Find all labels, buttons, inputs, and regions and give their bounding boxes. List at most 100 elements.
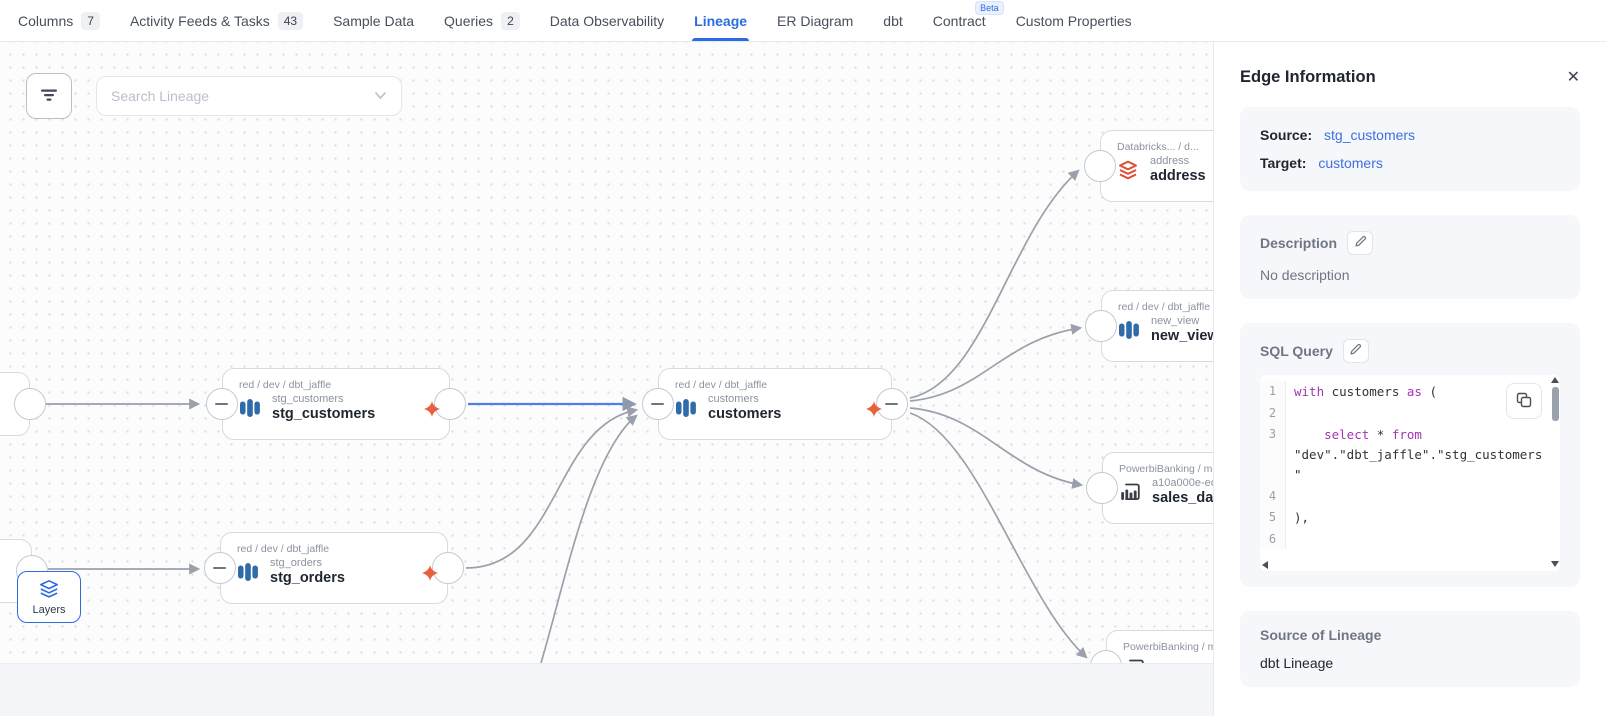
line-number: 1 (1260, 381, 1286, 404)
canvas-footer-strip (0, 663, 1213, 716)
code-line: 2 (1260, 403, 1548, 424)
node-title: stg_orders (270, 570, 345, 586)
table-icon (235, 559, 261, 585)
expand-port[interactable] (432, 552, 464, 584)
lineage-node-sales-data[interactable]: PowerbiBanking / m a10a000e-ed... sales_… (1086, 452, 1213, 524)
scroll-left-arrow-icon[interactable] (1262, 561, 1268, 569)
sql-query-label: SQL Query (1260, 343, 1333, 359)
node-subtitle: 5b43eb00-30... (1156, 662, 1213, 664)
powerbi-icon (1121, 655, 1147, 663)
powerbi-icon (1117, 479, 1143, 505)
tab-activity-feeds-tasks[interactable]: Activity Feeds & Tasks 43 (130, 0, 304, 41)
code-text: select * from "dev"."dbt_jaffle"."stg_cu… (1294, 426, 1543, 483)
lineage-node-upstream-1[interactable] (0, 372, 46, 436)
close-icon[interactable]: ✕ (1566, 68, 1580, 86)
description-label: Description (1260, 235, 1338, 251)
scroll-down-arrow-icon[interactable] (1551, 561, 1559, 567)
table-icon (673, 395, 699, 421)
tab-label: dbt (883, 12, 903, 29)
expand-port[interactable] (1086, 472, 1118, 504)
code-line: 6 (1260, 528, 1548, 549)
edit-sql-button[interactable] (1342, 339, 1369, 363)
tab-label: Lineage (694, 12, 748, 29)
target-label: Target: (1260, 155, 1307, 171)
node-title: new_view (1151, 328, 1213, 344)
tab-er-diagram[interactable]: ER Diagram (777, 0, 853, 41)
scroll-up-arrow-icon[interactable] (1551, 377, 1559, 383)
target-link[interactable]: customers (1318, 155, 1383, 171)
lineage-edges (46, 169, 1088, 663)
table-icon (1116, 317, 1142, 343)
tab-queries[interactable]: Queries 2 (444, 0, 520, 41)
code-line: 3 select * from "dev"."dbt_jaffle"."stg_… (1260, 423, 1548, 487)
pencil-icon (1354, 235, 1367, 251)
expand-port[interactable] (434, 388, 466, 420)
lineage-node-address[interactable]: Databricks... / d... address address (1084, 130, 1213, 202)
beta-badge: Beta (975, 1, 1004, 15)
vertical-scrollbar[interactable] (1550, 375, 1560, 571)
tab-data-observability[interactable]: Data Observability (550, 0, 664, 41)
source-of-lineage-card: Source of Lineage dbt Lineage (1240, 611, 1580, 687)
tab-contract[interactable]: Contract Beta (932, 0, 1004, 41)
collapse-port[interactable] (204, 552, 236, 584)
lineage-node-powerbi-2[interactable]: PowerbiBanking / m 5b43eb00-30... (1090, 630, 1213, 664)
code-text: with customers as ( (1294, 384, 1438, 399)
scrollbar-thumb[interactable] (1552, 387, 1559, 421)
layers-button[interactable]: Layers (17, 571, 81, 623)
layers-icon (38, 579, 60, 602)
source-label: Source: (1260, 127, 1313, 143)
node-subtitle: new_view (1151, 315, 1200, 327)
dbt-icon (866, 401, 882, 417)
code-line: 4 (1260, 486, 1548, 507)
tab-custom-properties[interactable]: Custom Properties (1016, 0, 1132, 41)
collapse-port[interactable] (642, 388, 674, 420)
search-lineage-select[interactable] (96, 76, 402, 116)
tab-label: Custom Properties (1015, 12, 1132, 29)
expand-port[interactable] (1085, 310, 1117, 342)
copy-sql-button[interactable] (1506, 383, 1542, 419)
tab-lineage[interactable]: Lineage (692, 0, 749, 41)
tab-sample-data[interactable]: Sample Data (333, 0, 414, 41)
node-path: red / dev / dbt_jaffle (1118, 301, 1211, 313)
lineage-node-customers[interactable]: red / dev / dbt_jaffle customers custome… (642, 368, 908, 440)
lineage-node-stg-customers[interactable]: red / dev / dbt_jaffle stg_customers stg… (206, 368, 466, 440)
description-card: Description No description (1240, 215, 1580, 299)
expand-port[interactable] (1090, 650, 1122, 663)
source-row: Source: stg_customers (1260, 127, 1560, 143)
chevron-down-icon (374, 87, 387, 105)
table-icon (237, 395, 263, 421)
code-text (1286, 529, 1548, 549)
edge-information-panel: Edge Information ✕ Source: stg_customers… (1213, 42, 1606, 716)
node-path: red / dev / dbt_jaffle (237, 543, 330, 555)
tab-label: Contract (932, 12, 986, 29)
dbt-icon (424, 401, 440, 417)
tab-label: Queries (444, 12, 494, 29)
expand-port[interactable] (1084, 150, 1116, 182)
expand-port[interactable] (14, 388, 46, 420)
line-number: 6 (1260, 528, 1286, 549)
lineage-node-new-view[interactable]: red / dev / dbt_jaffle new_view new_view (1085, 290, 1213, 362)
source-link[interactable]: stg_customers (1324, 127, 1416, 143)
tab-label: ER Diagram (777, 12, 854, 29)
edit-description-button[interactable] (1347, 231, 1374, 255)
node-title: customers (708, 406, 782, 422)
tab-count-badge: 2 (501, 11, 520, 30)
node-title: sales_data (1152, 490, 1213, 506)
tab-dbt[interactable]: dbt (883, 0, 902, 41)
lineage-canvas[interactable]: red / dev / dbt_jaffle stg_customers stg… (0, 42, 1213, 663)
node-title: stg_customers (272, 406, 376, 422)
tab-count-badge: 7 (81, 11, 100, 30)
code-line: 1 with customers as ( (1260, 381, 1548, 404)
tab-columns[interactable]: Columns 7 (18, 0, 100, 41)
filter-button[interactable] (26, 73, 72, 119)
lineage-node-stg-orders[interactable]: red / dev / dbt_jaffle stg_orders stg_or… (204, 532, 464, 604)
filter-icon (39, 85, 59, 108)
collapse-port[interactable] (876, 388, 908, 420)
search-input[interactable] (111, 88, 374, 104)
node-subtitle: a10a000e-ed... (1152, 477, 1213, 489)
source-of-lineage-label: Source of Lineage (1260, 627, 1382, 643)
collapse-port[interactable] (206, 388, 238, 420)
node-path: red / dev / dbt_jaffle (675, 379, 768, 391)
description-empty-text: No description (1260, 267, 1350, 283)
